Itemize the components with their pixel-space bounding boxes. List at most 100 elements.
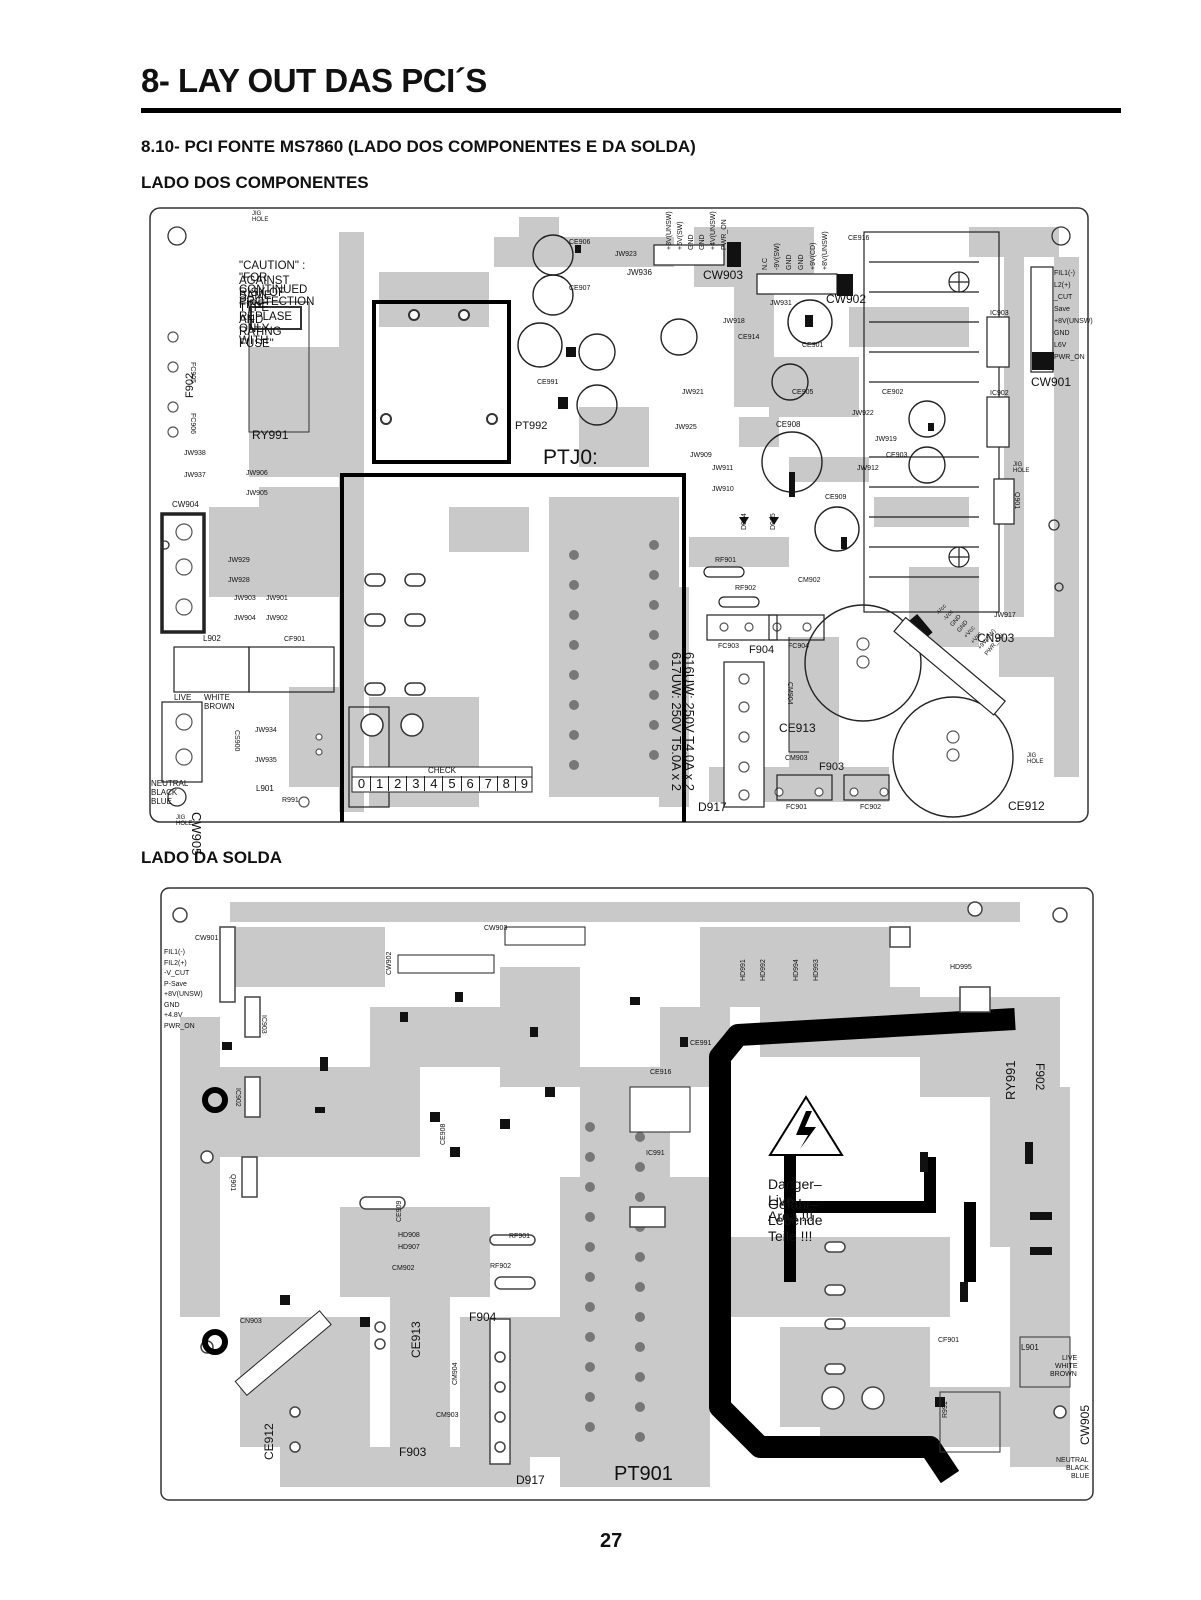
cw903-pin-2: +5V(SW) <box>677 221 684 250</box>
cw901-pin-8: PWR_ON <box>1054 354 1085 361</box>
solder-cw901-pin-labels: FIL1(-) FIL2(+) -V_CUT P-Save +8V(UNSW) … <box>164 948 203 1032</box>
ref-ce909: CE909 <box>396 1200 403 1222</box>
ref-d904: D904 <box>741 513 748 530</box>
capacitors <box>517 234 1014 818</box>
solder-side-heading: LADO DA SOLDA <box>141 848 283 867</box>
ref-cm902: CM902 <box>392 1265 415 1272</box>
page-title: 8- LAY OUT DAS PCI´S <box>141 62 487 99</box>
ref-hd994: HD994 <box>793 959 800 981</box>
ref-ic903: IC903 <box>260 1015 267 1034</box>
hv-trace-2 <box>784 1152 976 1282</box>
ref-fc903: FC903 <box>718 643 740 650</box>
ref-cf901: CF901 <box>938 1337 960 1344</box>
danger-en: Danger–Live Area !!! <box>768 1176 822 1224</box>
ref-r991: R991 <box>942 1401 949 1418</box>
ref-rf901: RF901 <box>715 557 737 564</box>
solder-cw901-pin-1: FIL1(-) <box>164 949 185 956</box>
copper-traces <box>180 902 1070 1487</box>
ref-jw936: JW936 <box>627 268 652 277</box>
transformer-pads <box>360 573 426 737</box>
ref-ce909: CE909 <box>825 494 847 501</box>
ref-cm904: CM904 <box>452 1362 459 1385</box>
ref-f903: F903 <box>819 761 845 773</box>
check-digit-4: 4 <box>425 776 444 791</box>
check-digit-5: 5 <box>443 776 462 791</box>
ref-ry991: RY991 <box>252 428 289 442</box>
ref-ic991: IC991 <box>646 1150 665 1157</box>
ref-ce991: CE991 <box>690 1040 712 1047</box>
cw901-pin-3: _CUT <box>1054 294 1073 301</box>
solder-cw901-pin-2: FIL2(+) <box>164 959 187 967</box>
ref-cs900: CS900 <box>233 730 240 752</box>
cw902-pin-5: +9V(CD) <box>810 242 817 270</box>
cw901-pin-5: +8V(UNSW) <box>1054 318 1093 325</box>
ref-ce914: CE914 <box>738 334 760 341</box>
cw901-pin-4: Save <box>1054 306 1070 313</box>
ref-hd993: HD993 <box>813 959 820 981</box>
ref-fc901: FC901 <box>786 804 808 811</box>
danger-de: Gefahr–Lebende Teile !!! <box>768 1196 823 1244</box>
ref-ry991: RY991 <box>1003 1060 1018 1100</box>
jig-hole-label-1: JIG HOLE <box>252 211 269 223</box>
ref-l902: L902 <box>203 634 221 643</box>
ref-ce916: CE916 <box>650 1069 672 1076</box>
ref-jw921: JW921 <box>682 389 704 396</box>
mains-white: WHITE <box>204 693 230 702</box>
ref-ce908: CE908 <box>776 420 801 429</box>
solder-cw901-pin-5: +8V(UNSW) <box>164 991 203 998</box>
jig-hole-label-2: JIG HOLE <box>1013 462 1030 474</box>
cw903-pin-labels: +8V(UNSW) +5V(SW) GND GND +4V(UNSW) PWR_… <box>664 211 730 250</box>
ref-fc906: FC906 <box>189 413 196 435</box>
cw901-pin-7: L6V <box>1054 342 1067 349</box>
ref-jw928: JW928 <box>228 577 250 584</box>
ref-jw931: JW931 <box>770 300 792 307</box>
ref-hd995: HD995 <box>950 964 972 971</box>
ref-rf902: RF902 <box>735 585 757 592</box>
ref-ce901: CE901 <box>802 342 824 349</box>
ref-cw903: CW903 <box>484 925 508 932</box>
cw901-pin-2: L2(+) <box>1054 282 1071 289</box>
mains-black: BLACK <box>151 788 178 797</box>
ref-d917: D917 <box>516 1473 545 1487</box>
ref-ic903: IC903 <box>990 310 1009 317</box>
jig-hole-label-4: JIG HOLE <box>176 815 193 827</box>
ref-q901: Q901 <box>229 1174 236 1192</box>
fuses <box>173 566 890 808</box>
connector-cn903 <box>893 616 1007 716</box>
cw903-pin-4: GND <box>699 234 706 250</box>
check-digit-0: 0 <box>353 776 372 791</box>
cw903-pin-1: +8V(UNSW) <box>666 211 673 250</box>
ref-jw934: JW934 <box>255 727 277 734</box>
cw901-pin-1: FIL1(-) <box>1054 270 1075 277</box>
ref-cw903: CW903 <box>703 268 744 282</box>
cw902-pin-3: GND <box>786 254 793 270</box>
ref-cm903: CM903 <box>436 1412 459 1419</box>
ref-cw905: CW905 <box>1078 1404 1092 1445</box>
cw902-pin-1: N.C <box>762 257 769 270</box>
ref-ce903: CE903 <box>886 452 908 459</box>
ref-f903: F903 <box>399 1445 427 1459</box>
ref-jw903: JW903 <box>234 595 256 602</box>
ref-jw922: JW922 <box>852 410 874 417</box>
ref-jw902: JW902 <box>266 615 288 622</box>
ref-jw906: JW906 <box>246 470 268 477</box>
solder-cw901-pin-3: -V_CUT <box>164 970 190 977</box>
ref-ce906: CE906 <box>569 239 591 246</box>
relay-outline <box>372 300 511 464</box>
ref-rf901: RF901 <box>509 1233 531 1240</box>
ref-jw937: JW937 <box>184 472 206 479</box>
ref-cw902: CW902 <box>826 292 867 306</box>
ref-cw904: CW904 <box>172 500 199 509</box>
ref-cn903: CN903 <box>240 1318 262 1325</box>
check-digit-3: 3 <box>407 776 426 791</box>
ref-ce912: CE912 <box>262 1423 276 1460</box>
ref-cm903: CM903 <box>785 755 808 762</box>
ref-d917: D917 <box>698 800 727 814</box>
solder-cw901-pin-4: P-Save <box>164 980 187 988</box>
fuse-rating-2: 617UW: 250V T5.0A x 2 <box>669 652 684 791</box>
page-number: 27 <box>600 1530 623 1552</box>
high-voltage-warning-icon <box>768 1095 844 1156</box>
ref-r991: R991 <box>282 797 299 804</box>
cw902-pin-2: -9V(SW) <box>774 243 781 270</box>
solder-cw901-pin-8: PWR_ON <box>164 1022 195 1030</box>
